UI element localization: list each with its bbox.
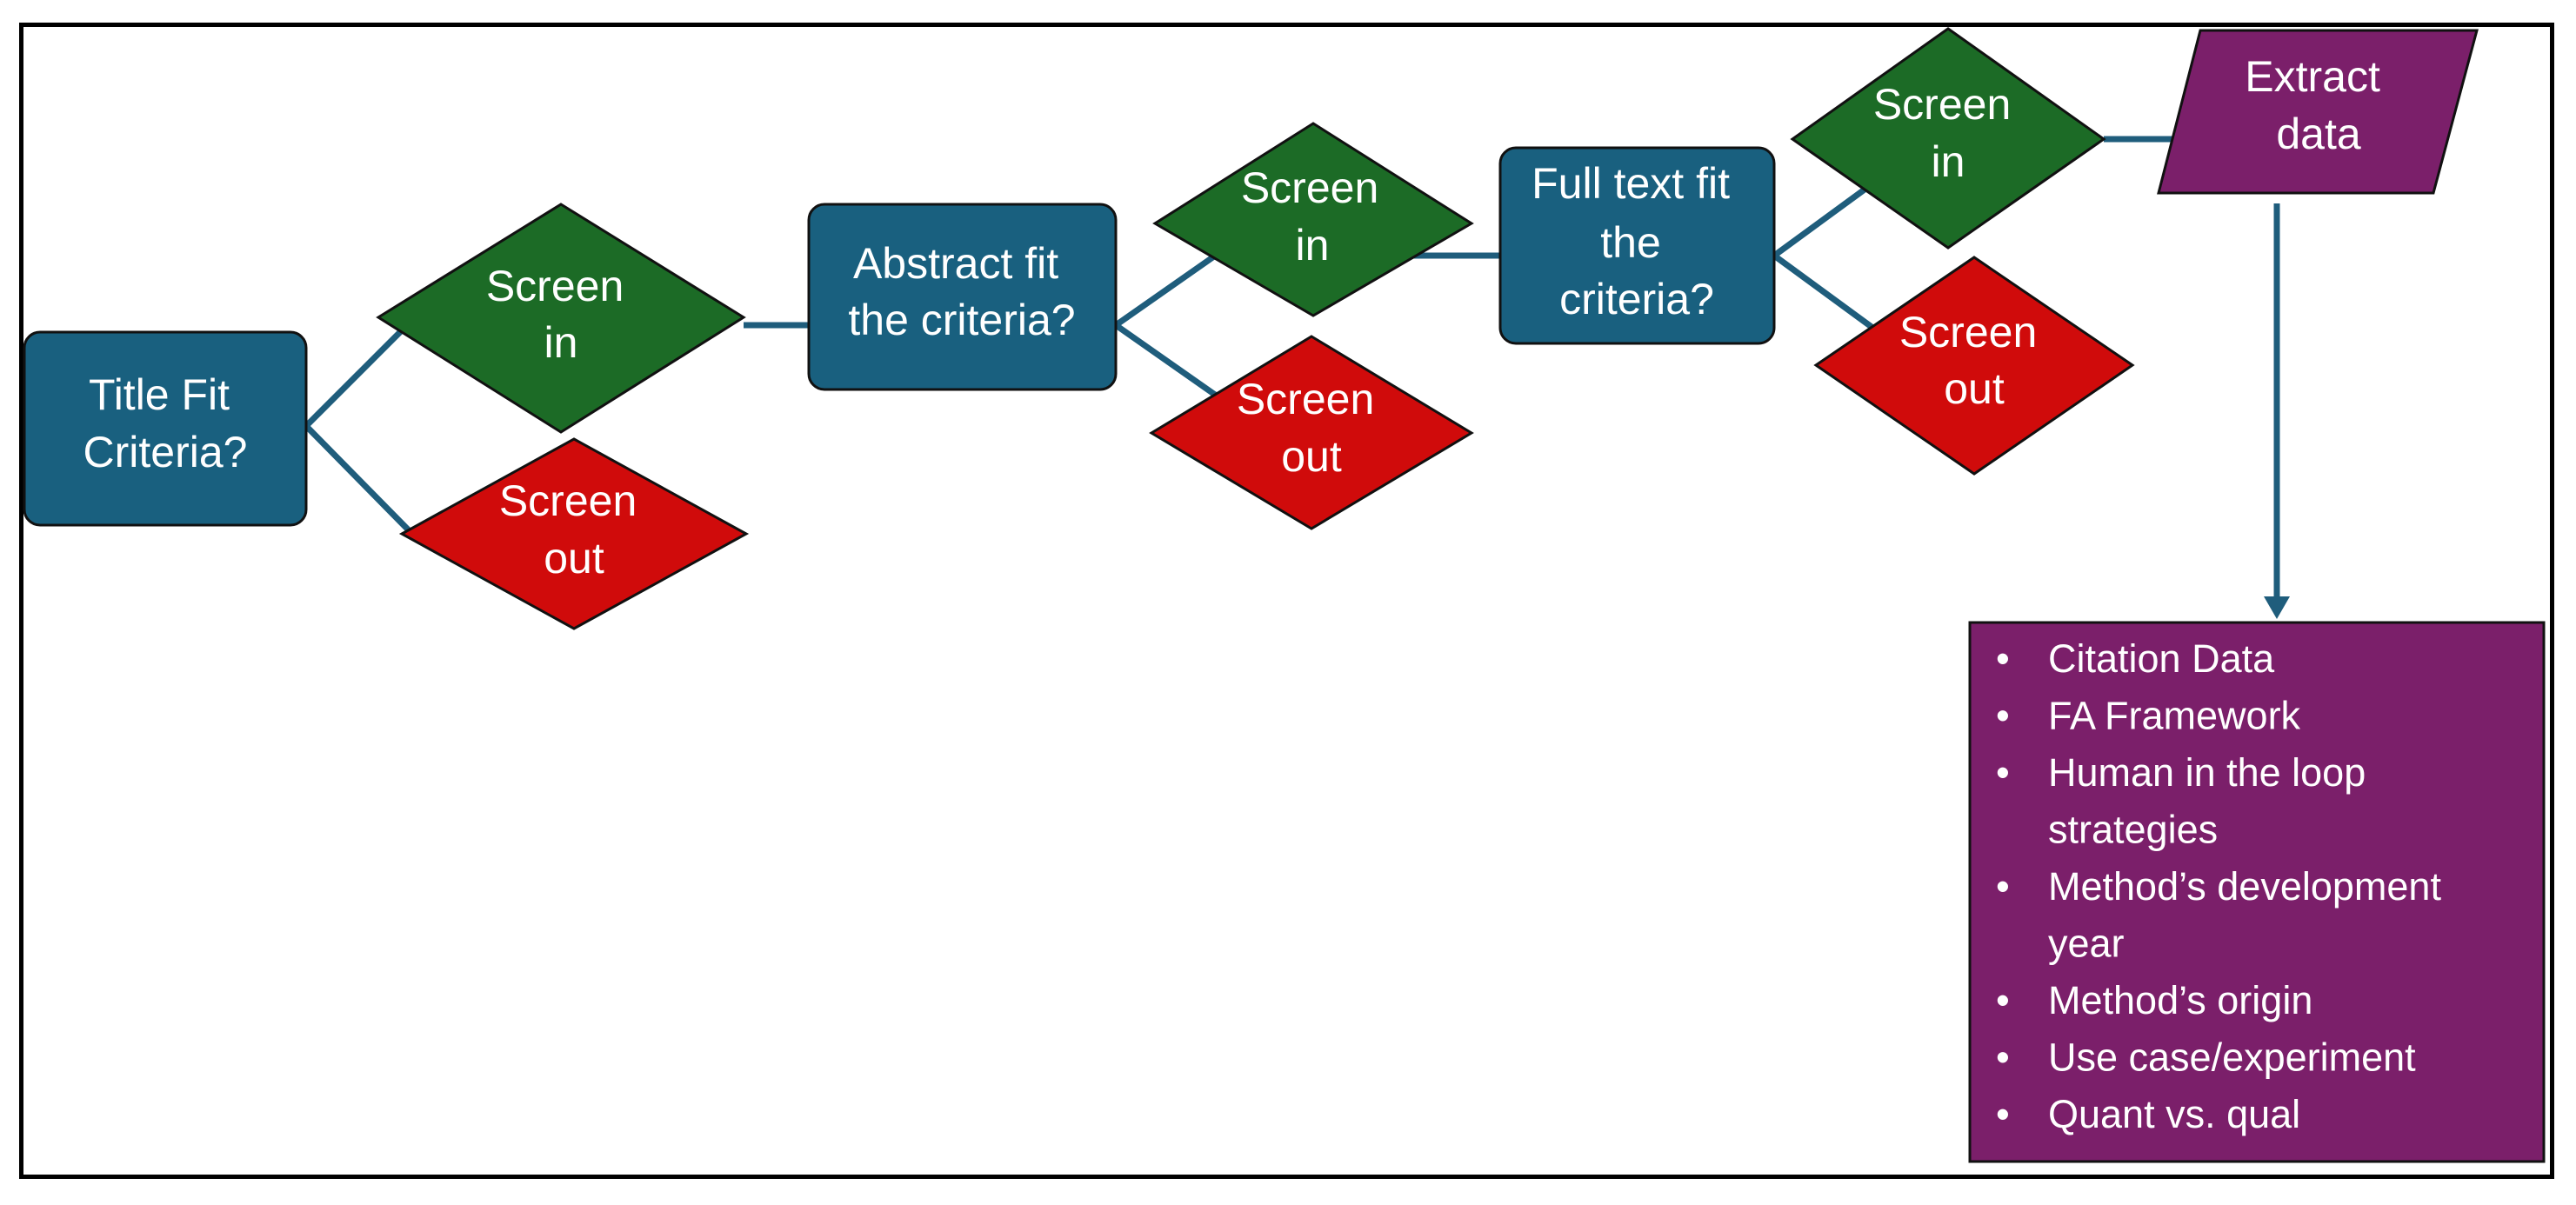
list-item-4: year	[2048, 921, 2125, 965]
list-item-3: strategies	[2048, 807, 2218, 851]
screen-out-1-label-line-1: Screen	[499, 476, 637, 525]
list-bullet: •	[1996, 750, 2010, 795]
list-item-7: Quant vs. qual	[2048, 1092, 2300, 1136]
full-text-fit-label: Full text fit the criteria?	[1532, 159, 1742, 323]
title-fit-label-line-2: Criteria?	[83, 428, 248, 476]
edge-title-to-screen-in-1	[304, 328, 404, 429]
abstract-fit-label-line-2: the criteria?	[848, 296, 1075, 344]
screen-in-3-label-line-2: in	[1932, 137, 1965, 186]
edge-fulltext-to-screen-in-3	[1772, 184, 1871, 258]
edge-fulltext-to-screen-out-3	[1772, 253, 1874, 330]
screen-in-3-label-line-1: Screen	[1873, 80, 2011, 129]
screen-out-3-node: Screen out	[1813, 256, 2135, 476]
extraction-list: • Citation Data • FA Framework • Human in the…	[1996, 636, 2441, 1136]
list-bullet: •	[1996, 636, 2010, 681]
screen-in-1-node: Screen in	[376, 203, 746, 434]
screen-out-1-node: Screen out	[398, 437, 750, 630]
screen-in-1-label-line-1: Screen	[486, 262, 624, 310]
screen-out-3-label-line-2: out	[1944, 364, 2005, 413]
list-bullet: •	[1996, 1092, 2010, 1136]
full-text-fit-label-line-2: the	[1600, 218, 1661, 267]
screen-in-1-label: Screen in	[486, 262, 636, 367]
extract-data-label: Extract data	[2245, 52, 2392, 158]
list-item-2: FA Framework	[2048, 693, 2301, 737]
full-text-fit-node: Full text fit the criteria?	[1498, 146, 1776, 345]
list-bullet: •	[1996, 1035, 2010, 1079]
edge-title-to-screen-out-1	[304, 423, 411, 533]
abstract-fit-node: Abstract fit the criteria?	[807, 203, 1118, 391]
extract-data-node: Extract data	[2157, 29, 2479, 195]
screen-in-2-label: Screen in	[1241, 163, 1391, 270]
list-item-6: Use case/experiment	[2048, 1035, 2416, 1079]
screen-out-2-node: Screen out	[1149, 335, 1474, 530]
list-item-1: Citation Data	[2048, 636, 2275, 681]
screen-in-2-node: Screen in	[1152, 122, 1474, 317]
screen-in-3-label: Screen in	[1873, 80, 2023, 186]
title-fit-node: Title Fit Criteria?	[23, 330, 308, 527]
full-text-fit-label-line-1: Full text fit	[1532, 159, 1730, 208]
title-fit-label-line-1: Title Fit	[89, 370, 230, 419]
abstract-fit-label: Abstract fit the criteria?	[848, 239, 1075, 344]
screen-out-2-label-line-2: out	[1281, 432, 1342, 481]
screen-out-3-label: Screen out	[1899, 308, 2049, 413]
screen-in-2-label-line-1: Screen	[1241, 163, 1378, 212]
list-item-5: Method’s origin	[2048, 978, 2312, 1022]
screen-out-3-label-line-1: Screen	[1899, 308, 2037, 356]
extract-data-label-line-2: data	[2276, 110, 2361, 158]
list-bullet: •	[1996, 864, 2010, 909]
arrowhead	[2264, 596, 2290, 619]
screen-in-2-label-line-2: in	[1296, 221, 1330, 270]
edge-abstract-to-screen-out-2	[1113, 323, 1220, 399]
list-bullet: •	[1996, 693, 2010, 737]
list-item-4: Method’s development	[2048, 864, 2441, 909]
screen-in-3-node: Screen in	[1790, 27, 2106, 250]
edge-abstract-to-screen-in-2	[1113, 250, 1223, 328]
extract-data-label-line-1: Extract	[2245, 52, 2380, 101]
screen-out-2-label: Screen out	[1237, 375, 1386, 481]
screen-out-1-label-line-2: out	[544, 534, 604, 583]
abstract-fit-label-line-1: Abstract fit	[853, 239, 1058, 288]
screen-in-1-label-line-2: in	[544, 318, 578, 367]
title-fit-label: Title Fit Criteria?	[83, 370, 248, 476]
extraction-list-box: • Citation Data • FA Framework • Human in the…	[1968, 621, 2546, 1163]
diagram-frame	[19, 23, 2554, 1179]
screen-out-2-label-line-1: Screen	[1237, 375, 1374, 423]
full-text-fit-label-line-3: criteria?	[1559, 275, 1714, 323]
list-bullet: •	[1996, 978, 2010, 1022]
screen-out-1-label: Screen out	[499, 476, 649, 583]
list-item-3: Human in the loop	[2048, 750, 2366, 795]
